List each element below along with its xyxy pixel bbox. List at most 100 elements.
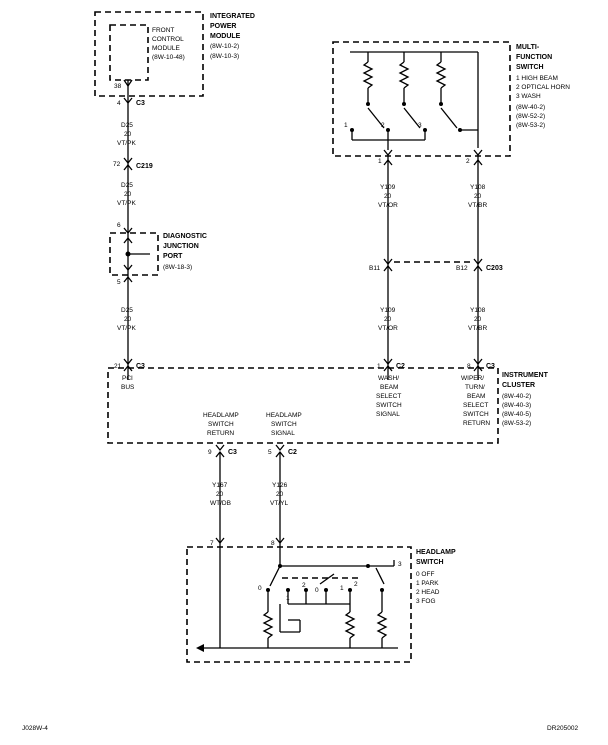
svg-text:2 HEAD: 2 HEAD [416, 589, 440, 596]
svg-text:1 HIGH BEAM: 1 HIGH BEAM [516, 75, 558, 82]
svg-text:8: 8 [467, 363, 471, 370]
fcm-label-1: FRONT [152, 27, 174, 34]
fcm-ref: (8W-10-48) [152, 54, 185, 61]
svg-text:20: 20 [216, 491, 224, 498]
instrument-cluster: 21 C3 1 C2 8 C3 PCI BUS WASH/ BEAM SELEC… [107, 358, 549, 458]
svg-text:CLUSTER: CLUSTER [502, 382, 535, 389]
svg-text:9: 9 [208, 449, 212, 456]
svg-text:20: 20 [384, 316, 392, 323]
svg-text:PORT: PORT [163, 253, 183, 260]
svg-text:20: 20 [474, 316, 482, 323]
ipm-title-2: POWER [210, 23, 236, 30]
ipm-ref-2: (8W-10-3) [210, 53, 239, 60]
svg-text:SWITCH: SWITCH [271, 421, 297, 428]
svg-text:(8W-40-2): (8W-40-2) [502, 393, 531, 400]
svg-text:D25: D25 [121, 307, 133, 314]
svg-text:3 FOG: 3 FOG [416, 598, 436, 605]
ipm-pin-top: 38 [114, 83, 122, 90]
svg-text:BEAM: BEAM [467, 393, 485, 400]
svg-text:WASH/: WASH/ [378, 375, 399, 382]
svg-text:Y126: Y126 [272, 482, 288, 489]
svg-text:WIPER/: WIPER/ [461, 375, 484, 382]
headlamp-switch: 7 8 0 1 2 0 1 2 3 [186, 537, 456, 663]
svg-text:5: 5 [117, 279, 121, 286]
svg-text:C219: C219 [136, 163, 153, 170]
svg-text:INSTRUMENT: INSTRUMENT [502, 372, 549, 379]
mfs-pin-1: 1 [378, 158, 393, 166]
svg-text:SWITCH: SWITCH [208, 421, 234, 428]
svg-text:72: 72 [113, 161, 121, 168]
svg-text:HEADLAMP: HEADLAMP [416, 549, 456, 556]
svg-text:Y109: Y109 [380, 184, 396, 191]
diagnostic-junction-port: 6 5 DIAGNOSTIC JUNCTION PORT (8W-18-3) [109, 222, 207, 286]
ipm-title-1: INTEGRATED [210, 13, 255, 20]
svg-text:20: 20 [124, 131, 132, 138]
svg-text:(8W-40-3): (8W-40-3) [502, 402, 531, 409]
wire-y108-label-1: Y108 20 VT/BR [468, 184, 487, 209]
wire-y126-label: Y126 20 VT/YL [270, 482, 288, 507]
connector-c219: 72 C219 [113, 157, 153, 171]
svg-text:SWITCH: SWITCH [376, 402, 402, 409]
svg-text:VT/PK: VT/PK [117, 140, 136, 147]
svg-text:3: 3 [418, 122, 422, 129]
svg-text:21: 21 [114, 363, 122, 370]
svg-text:3: 3 [398, 561, 402, 568]
svg-text:5: 5 [268, 449, 272, 456]
svg-text:HEADLAMP: HEADLAMP [203, 412, 239, 419]
svg-text:20: 20 [124, 316, 132, 323]
wire-d25-label-2: D25 20 VT/PK [117, 182, 136, 207]
svg-text:Y108: Y108 [470, 307, 486, 314]
footer-left: J028W-4 [22, 725, 48, 732]
wire-y167-label: Y167 20 WT/DB [210, 482, 231, 507]
svg-text:D25: D25 [121, 122, 133, 129]
svg-text:B11: B11 [369, 265, 380, 272]
svg-text:C203: C203 [486, 265, 503, 272]
svg-text:VT/PK: VT/PK [117, 325, 136, 332]
svg-text:20: 20 [124, 191, 132, 198]
svg-text:TURN/: TURN/ [465, 384, 485, 391]
svg-text:(8W-52-2): (8W-52-2) [516, 113, 545, 120]
svg-text:(8W-18-3): (8W-18-3) [163, 264, 192, 271]
svg-text:VT/BR: VT/BR [468, 202, 487, 209]
ipm-title-3: MODULE [210, 33, 241, 40]
svg-text:VT/YL: VT/YL [270, 500, 288, 507]
svg-text:20: 20 [384, 193, 392, 200]
svg-text:7: 7 [210, 540, 214, 547]
wire-y109-label-1: Y109 20 VT/OR [378, 184, 398, 209]
footer-right: DR205002 [547, 725, 578, 732]
svg-text:SWITCH: SWITCH [463, 411, 489, 418]
svg-text:0 OFF: 0 OFF [416, 571, 434, 578]
svg-text:(8W-40-5): (8W-40-5) [502, 411, 531, 418]
svg-text:FUNCTION: FUNCTION [516, 54, 552, 61]
svg-text:1: 1 [344, 122, 348, 129]
multi-function-switch: 1 2 3 MULTI- FUNCTION SWITCH 1 HIGH BEAM… [332, 41, 570, 157]
svg-text:1: 1 [377, 363, 381, 370]
svg-text:SELECT: SELECT [463, 402, 488, 409]
svg-text:DIAGNOSTIC: DIAGNOSTIC [163, 233, 207, 240]
svg-text:VT/PK: VT/PK [117, 200, 136, 207]
wire-y109-label-2: Y109 20 VT/OR [378, 307, 398, 332]
mfs-pin-2: 2 [466, 158, 483, 166]
svg-text:C3: C3 [486, 363, 495, 370]
svg-text:C2: C2 [396, 363, 405, 370]
svg-text:2: 2 [302, 582, 306, 589]
svg-text:8: 8 [271, 540, 275, 547]
svg-text:1: 1 [378, 158, 382, 165]
svg-text:0: 0 [315, 587, 319, 594]
svg-text:1: 1 [340, 585, 344, 592]
svg-text:WT/DB: WT/DB [210, 500, 231, 507]
svg-text:1 PARK: 1 PARK [416, 580, 439, 587]
svg-text:Y108: Y108 [470, 184, 486, 191]
svg-text:Y109: Y109 [380, 307, 396, 314]
svg-text:MULTI-: MULTI- [516, 44, 540, 51]
svg-text:VT/OR: VT/OR [378, 202, 398, 209]
svg-text:D25: D25 [121, 182, 133, 189]
wire-d25-label-3: D25 20 VT/PK [117, 307, 136, 332]
svg-text:(8W-53-2): (8W-53-2) [516, 122, 545, 129]
svg-text:C3: C3 [136, 363, 145, 370]
svg-text:SIGNAL: SIGNAL [271, 430, 295, 437]
ipm-conn: C3 [136, 100, 145, 107]
wire-d25-label-1: D25 20 VT/PK [117, 122, 136, 147]
svg-text:SELECT: SELECT [376, 393, 401, 400]
ipm-pin: 4 [117, 100, 121, 107]
